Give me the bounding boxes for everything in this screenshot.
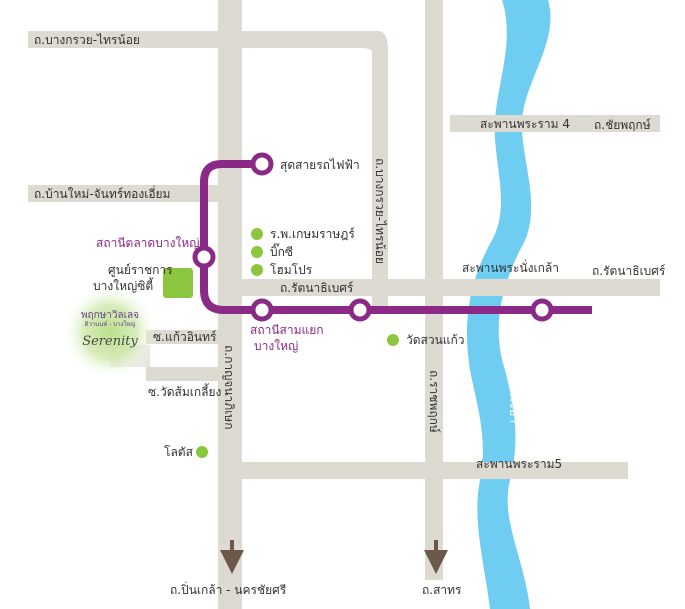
wat-suan-kaew-dot[interactable] bbox=[387, 334, 399, 346]
label-soi-wat: ซ.วัดส้มเกลี้ยง bbox=[148, 383, 221, 399]
label-rattanathibet-right: ถ.รัตนาธิเบศร์ bbox=[592, 264, 666, 278]
road-banmai bbox=[28, 185, 218, 202]
road-bangkruai-vertical bbox=[372, 48, 388, 310]
label-gov-center-line1: ศูนย์ราชการ bbox=[108, 263, 173, 278]
label-station-samyaek: สถานีสามแยก บางใหญ่ bbox=[250, 323, 327, 353]
label-to-sathon: ถ.สาทร bbox=[422, 583, 462, 597]
bigc-dot[interactable] bbox=[251, 246, 263, 258]
project-glow bbox=[62, 284, 158, 380]
label-chaiyaphruek: ถ.ชัยพฤกษ์ bbox=[594, 118, 651, 132]
label-bangkruai-sainoi: ถ.บางกรวย-ไทรน้อย bbox=[34, 33, 140, 47]
label-station-terminal: สุดสายรถไฟฟ้า bbox=[280, 158, 360, 173]
label-kanchanaphisek: ถ.กาญจนาภิเษก bbox=[222, 345, 236, 429]
label-station-talad: สถานีตลาดบางใหญ่ bbox=[96, 236, 199, 250]
station-river-marker[interactable] bbox=[530, 298, 554, 322]
label-banmai: ถ.บ้านใหม่-จันทร์ทองเอี่ยม bbox=[34, 185, 170, 201]
label-bridge-phra-nang-klao: สะพานพระนั่งเกล้า bbox=[462, 259, 559, 275]
label-kasemrad: ร.พ.เกษมราษฎร์ bbox=[270, 227, 355, 241]
label-to-pinklao: ถ.ปิ่นเกล้า - นครชัยศรี bbox=[170, 581, 287, 597]
label-station-samyaek-line2: บางใหญ่ bbox=[254, 339, 298, 353]
label-wat-suan-kaew: วัดสวนแก้ว bbox=[406, 333, 465, 347]
road-soi-kaew-in bbox=[146, 330, 218, 344]
purple-line-route bbox=[200, 160, 592, 314]
station-talad-marker[interactable] bbox=[192, 245, 216, 269]
station-mid-marker[interactable] bbox=[348, 298, 372, 322]
road-kanchanaphisek bbox=[218, 0, 242, 609]
road-soi-wat bbox=[146, 367, 218, 381]
homepro-dot[interactable] bbox=[251, 264, 263, 276]
road-rattanathibet bbox=[240, 279, 660, 296]
road-bangkruai-sainoi-top bbox=[28, 31, 378, 48]
label-station-samyaek-line1: สถานีสามแยก bbox=[250, 323, 324, 337]
label-bridge-rama5: สะพานพระราม5 bbox=[476, 457, 562, 471]
road-network bbox=[28, 0, 660, 609]
project-logo-script: Serenity bbox=[82, 334, 138, 349]
kasemrad-dot[interactable] bbox=[251, 228, 263, 240]
road-ratchaphruek bbox=[425, 0, 443, 580]
label-homepro: โฮมโปร bbox=[270, 263, 313, 277]
label-ratchaphruek: ถ.ราชพฤกษ์ bbox=[427, 370, 441, 433]
lotus-dot[interactable] bbox=[196, 446, 208, 458]
road-chaiyaphruek bbox=[450, 115, 660, 132]
chao-phraya-river bbox=[466, 0, 551, 609]
station-samyaek-marker[interactable] bbox=[250, 298, 274, 322]
project-subtitle: ติวานนท์ - บางใหญ่ bbox=[84, 320, 135, 328]
gov-center-marker[interactable] bbox=[163, 268, 193, 298]
label-gov-center-line2: บางใหญ่ซิตี้ bbox=[93, 277, 154, 293]
label-bigc: บิ๊กซี bbox=[270, 243, 293, 259]
label-gov-center: ศูนย์ราชการ บางใหญ่ซิตี้ bbox=[93, 263, 176, 293]
label-river: แม่น้ำเจ้าพระยา bbox=[507, 340, 523, 423]
label-bangkruai-vertical: ถ.บางกรวย-ไทรน้อย bbox=[373, 158, 387, 264]
label-bridge-rama4: สะพานพระราม 4 bbox=[480, 117, 570, 131]
label-lotus: โลตัส bbox=[164, 445, 194, 459]
label-rattanathibet-mid: ถ.รัตนาธิเบศร์ bbox=[280, 281, 354, 295]
station-markers bbox=[192, 152, 554, 322]
label-soi-kaew-in: ซ.แก้วอินทร์ bbox=[153, 330, 217, 344]
project-logo[interactable]: พฤกษาวิลเลจ ติวานนท์ - บางใหญ่ Serenity bbox=[81, 310, 139, 349]
station-terminal-marker[interactable] bbox=[250, 152, 274, 176]
project-name: พฤกษาวิลเลจ bbox=[81, 310, 139, 321]
